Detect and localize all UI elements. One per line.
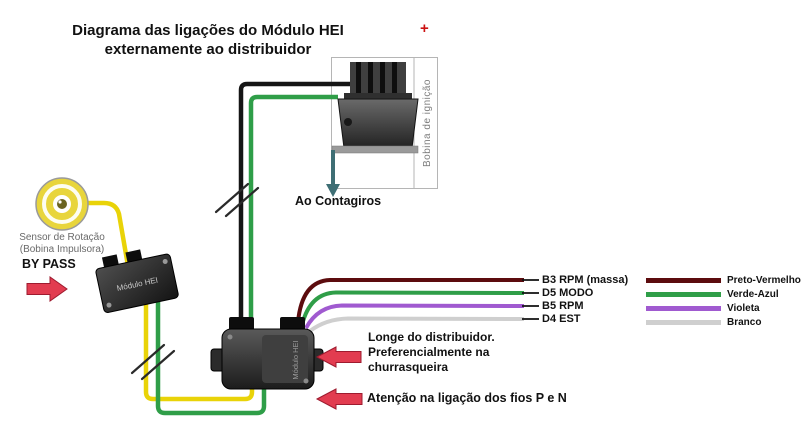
coil-positive-terminal: + [420,20,429,37]
pin-label-b5-rpm: B5 RPM [542,300,584,312]
coil-label: Bobina de ignição [422,79,433,168]
tachometer-label: Ao Contagiros [295,194,382,208]
legend-swatch-violeta [646,306,721,311]
bypass-arrow [26,276,68,302]
est-wire-white [308,316,525,333]
wire-break-mark-top [214,182,260,218]
green-wire-bottom [155,301,267,416]
warning-note: Atenção na ligação dos fios P e N [367,391,567,405]
tachometer-arrow [326,150,340,197]
sensor-label: Sensor de Rotação (Bobina Impulsora) [8,232,116,256]
wire-break-mark-bottom [130,343,176,381]
black-wire-coil [238,81,370,334]
yellow-wire-sensor [87,200,131,267]
green-wire-coil [248,94,338,334]
pin-label-d5-modo: D5 MODO [542,287,594,299]
legend-row-violeta: Violeta [646,302,760,315]
wire-label-leaders [522,279,539,320]
legend-label-branco: Branco [727,317,762,328]
rpm-wire-violet [304,303,525,330]
bypass-label: BY PASS [22,257,76,271]
legend-swatch-verde-azul [646,292,721,297]
warning-note-arrow [315,388,363,410]
sensor-label-line1: Sensor de Rotação [19,232,105,243]
sensor-label-line2: (Bobina Impulsora) [19,244,105,255]
ignition-coil [331,62,419,154]
legend-label-preto-vermelho: Preto-Vermelho [727,275,801,286]
diagram-title-line2: externamente ao distribuidor [104,41,312,58]
legend-label-verde-azul: Verde-Azul [727,289,779,300]
legend-row-branco: Branco [646,316,761,329]
hei-module-main: Módulo HEI [210,317,324,390]
legend-row-preto-vermelho: Preto-Vermelho [646,274,801,287]
rpm-massa-wire-black-red [296,278,524,323]
legend-label-violeta: Violeta [727,303,760,314]
yellow-wire-bottom [143,303,255,402]
placement-note-arrow [315,346,362,368]
diagram-title-line1: Diagrama das ligações do Módulo HEI [72,22,344,39]
pin-label-d4-est: D4 EST [542,313,581,325]
hei-module-small: Módulo HEI [95,249,179,313]
rotation-sensor [35,177,89,231]
legend-row-verde-azul: Verde-Azul [646,288,779,301]
hei-module-main-label: Módulo HEI [291,340,300,379]
placement-note: Longe do distribuidor. Preferencialmente… [368,330,495,374]
legend-swatch-preto-vermelho [646,278,721,283]
pin-label-b3-rpm: B3 RPM (massa) [542,274,629,286]
legend-swatch-branco [646,320,721,325]
